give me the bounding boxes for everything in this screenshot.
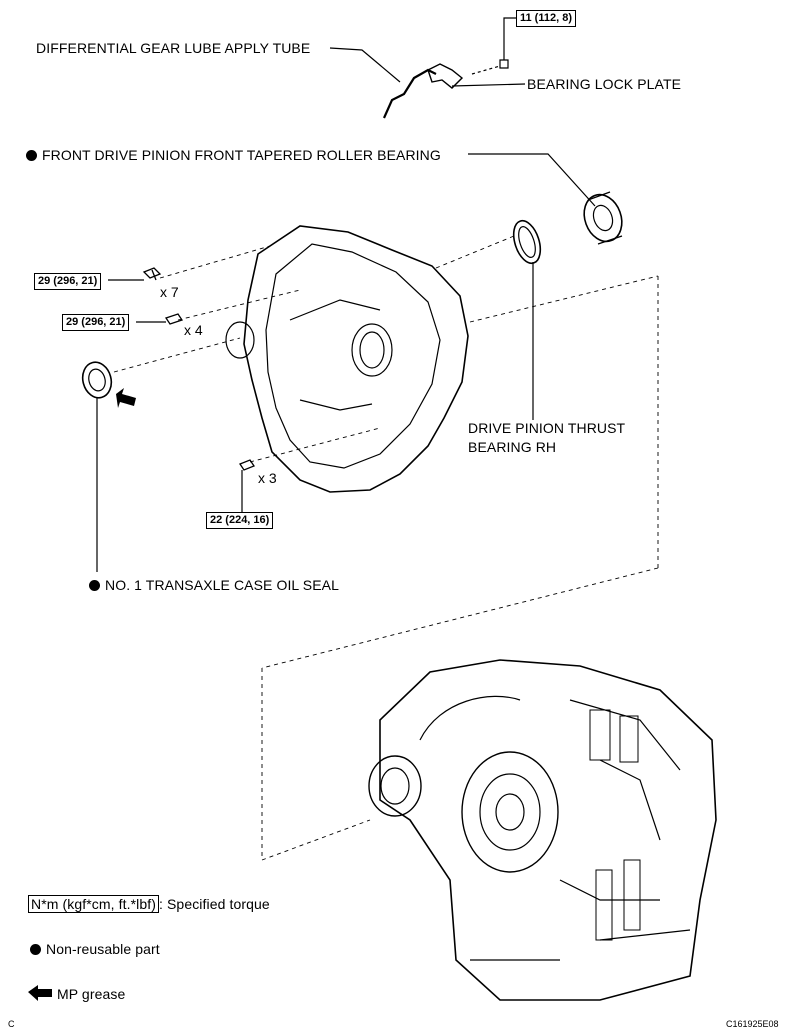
front-bearing-label: FRONT DRIVE PINION FRONT TAPERED ROLLER … [26, 147, 441, 163]
front-bearing-part [583, 193, 623, 243]
lube-tube-label: DIFFERENTIAL GEAR LUBE APPLY TUBE [36, 40, 311, 56]
front-bearing-text: FRONT DRIVE PINION FRONT TAPERED ROLLER … [42, 147, 441, 163]
figure-code: C161925E08 [726, 1019, 779, 1029]
legend-torque: N*m (kgf*cm, ft.*lbf): Specified torque [28, 895, 270, 913]
multiplier-x3: x 3 [258, 470, 277, 486]
bearing-lock-plate-part [427, 63, 464, 89]
bolt-x3 [239, 459, 255, 471]
torque-lock-plate: 11 (112, 8) [516, 10, 576, 27]
legend-dot-icon [30, 944, 41, 955]
torque-bolts-x3: 22 (224, 16) [206, 512, 274, 529]
torque-bolts-x4: 29 (296, 21) [62, 314, 130, 331]
multiplier-x7: x 7 [160, 284, 179, 300]
nonreusable-dot-icon [26, 150, 37, 161]
oil-seal-text: NO. 1 TRANSAXLE CASE OIL SEAL [105, 577, 339, 593]
transaxle-case [243, 225, 469, 493]
legend-grease-arrow [28, 985, 52, 1001]
nonreusable-dot-icon [89, 580, 100, 591]
bolt-x4 [164, 313, 184, 325]
lube-tube-part [382, 68, 437, 119]
bolt-x7 [142, 267, 162, 281]
legend-grease-text: MP grease [57, 986, 126, 1002]
thrust-bearing-label-1: DRIVE PINION THRUST [468, 420, 626, 436]
legend-nonreusable-text: Non-reusable part [46, 941, 160, 957]
thrust-bearing-label-2: BEARING RH [468, 439, 557, 455]
lock-plate-bolt [499, 59, 509, 69]
torque-bolts-x7: 29 (296, 21) [34, 273, 102, 290]
legend-torque-box: N*m (kgf*cm, ft.*lbf) [28, 895, 160, 913]
front-bearing-leader [468, 153, 596, 207]
thrust-bearing-part [512, 219, 542, 265]
legend-torque-text: : Specified torque [159, 896, 270, 912]
transaxle-assembly [379, 659, 717, 1001]
oil-seal-label: NO. 1 TRANSAXLE CASE OIL SEAL [89, 577, 339, 593]
bearing-lock-plate-label: BEARING LOCK PLATE [527, 76, 682, 92]
legend-nonreusable: Non-reusable part [30, 941, 160, 957]
grease-arrow [116, 388, 136, 408]
oil-seal-part [81, 361, 113, 399]
page-letter: C [8, 1019, 15, 1029]
lube-tube-leader [329, 47, 401, 83]
multiplier-x4: x 4 [184, 322, 203, 338]
